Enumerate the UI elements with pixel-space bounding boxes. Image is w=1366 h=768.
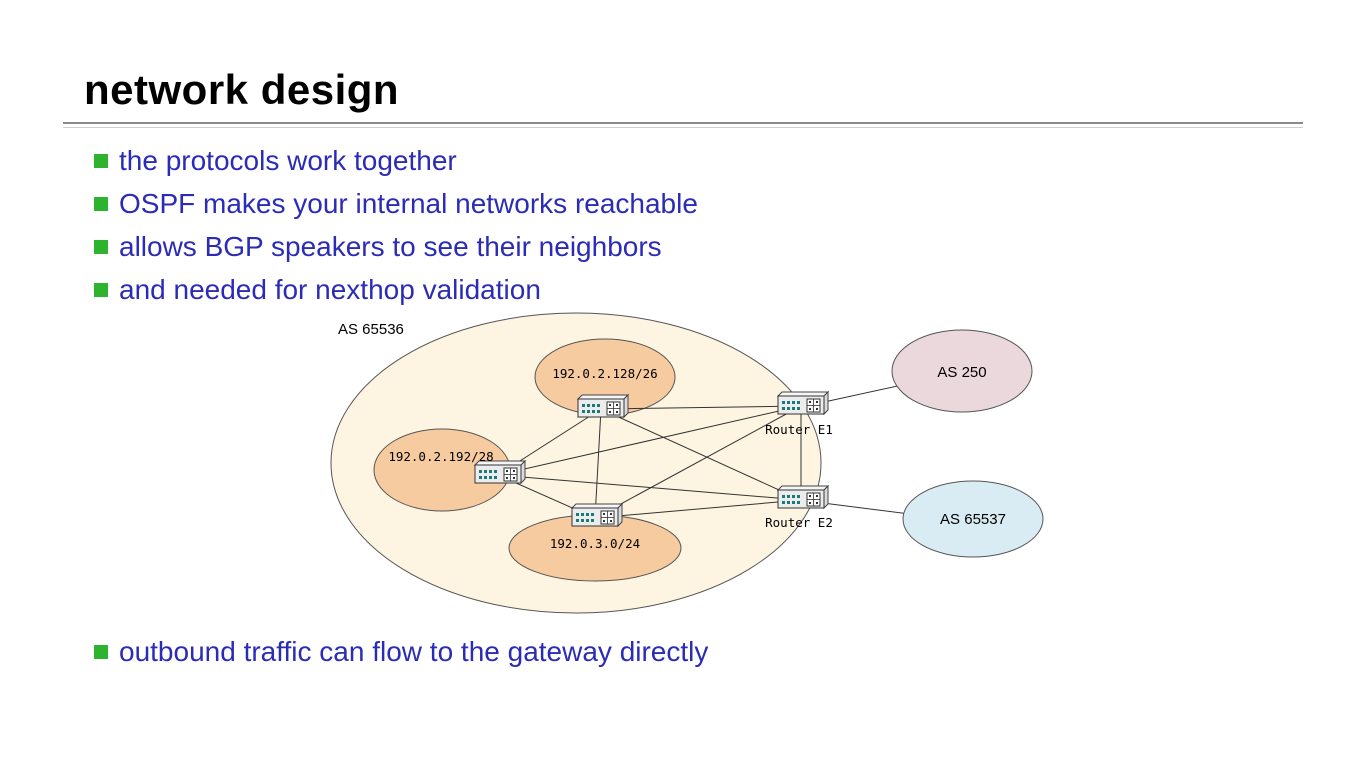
bullet-text: allows BGP speakers to see their neighbo… — [119, 230, 662, 262]
bullet-item: the protocols work together — [94, 139, 698, 182]
title-divider — [63, 122, 1303, 128]
internal-router-bottom-icon — [571, 503, 623, 527]
external-as250-label: AS 250 — [937, 364, 986, 381]
router-e1-icon — [777, 391, 829, 415]
internal-router-top-icon — [577, 394, 629, 418]
external-as65537-ellipse — [902, 480, 1044, 558]
network-label-bottom: 192.0.3.0/24 — [550, 536, 640, 551]
bullet-text: the protocols work together — [119, 144, 457, 176]
bullet-square-icon — [94, 239, 108, 254]
bullet-text: OSPF makes your internal networks reacha… — [119, 187, 698, 219]
bullet-item: and needed for nexthop validation — [94, 268, 698, 311]
external-as250-ellipse — [891, 329, 1033, 413]
network-label-top: 192.0.2.128/26 — [552, 366, 657, 381]
bottom-bullet: outbound traffic can flow to the gateway… — [94, 630, 708, 673]
bullet-text: and needed for nexthop validation — [119, 273, 541, 305]
bullet-square-icon — [94, 196, 108, 211]
bullet-item: allows BGP speakers to see their neighbo… — [94, 225, 698, 268]
bullet-square-icon — [94, 153, 108, 168]
router-e1-label: Router E1 — [765, 422, 833, 437]
bullet-text: outbound traffic can flow to the gateway… — [119, 635, 709, 667]
router-e2-icon — [777, 485, 829, 509]
page-title: network design — [84, 66, 400, 113]
network-label-left: 192.0.2.192/28 — [388, 449, 493, 464]
bullet-square-icon — [94, 644, 108, 659]
as-cloud-label: AS 65536 — [338, 321, 404, 338]
internal-router-left-icon — [474, 460, 526, 484]
as-cloud-ellipse — [330, 312, 822, 614]
bullet-item: OSPF makes your internal networks reacha… — [94, 182, 698, 225]
bullet-square-icon — [94, 282, 108, 297]
bullet-list: the protocols work together OSPF makes y… — [94, 139, 698, 311]
external-as65537-label: AS 65537 — [940, 511, 1006, 528]
router-e2-label: Router E2 — [765, 515, 833, 530]
